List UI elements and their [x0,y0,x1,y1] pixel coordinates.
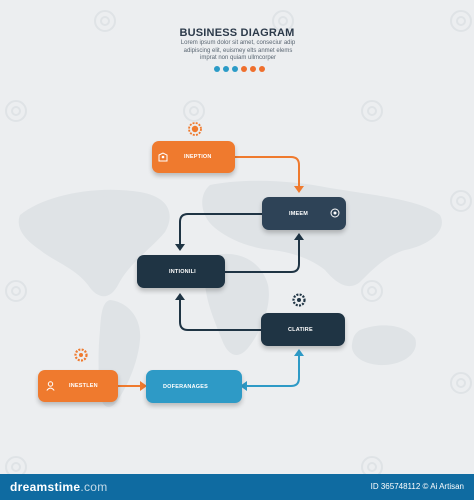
arrow-head [175,244,185,251]
watermark-swirl [450,10,472,32]
step-box-6: INESTLEN [38,370,118,402]
user-icon [46,381,55,391]
diagram-title: BUSINESS DIAGRAM [179,27,295,39]
brand-suffix: .com [80,480,108,494]
arrow-head [294,233,304,240]
arrow-head [294,349,304,356]
step-label: DOFERANAGES [163,383,208,390]
arrow-head [140,381,147,391]
step-box-5: DOFERANAGES [146,370,242,403]
arrow-head [175,293,185,300]
step-label: INEPTION [184,154,212,160]
step-box-4: CLATIRE [261,313,345,346]
color-dot [223,66,229,72]
watermark-swirl [5,280,27,302]
connector-3-4 [223,239,300,273]
watermark-swirl [5,100,27,122]
watermark-swirl [450,372,472,394]
step-box-2: IMEEM [262,197,346,230]
step-label: INESTLEN [69,383,98,389]
image-id-text: ID 365748112 © Ai Artisan [370,482,464,491]
step-label: INTIONILI [169,268,196,275]
connector-5-6 [241,355,300,387]
dollar-gear-icon [188,122,202,136]
diagram-subtitle: Lorem ipsum dolor sit amet, conseciur ad… [180,40,296,61]
flow-connectors [117,156,304,391]
gear-icon [74,348,88,362]
connector-2-3 [179,213,263,245]
target-icon [330,208,340,218]
connector-4-5 [179,299,263,331]
watermark-swirl [94,190,116,212]
arrow-head [240,381,247,391]
connector-1-2 [233,156,300,187]
watermark-swirl [450,190,472,212]
diagram-stage: BUSINESS DIAGRAM Lorem ipsum dolor sit a… [5,10,472,474]
gear-icon [292,293,306,307]
color-dot [241,66,247,72]
stock-footer-bar: dreamstime.com ID 365748112 © Ai Artisan [0,474,474,500]
watermark-swirl [361,280,383,302]
color-dot [214,66,220,72]
brand-watermark: dreamstime.com [10,480,108,494]
tag-icon [158,152,168,162]
color-dot [259,66,265,72]
watermark-swirl [361,456,383,474]
arrow-head [294,186,304,193]
step-label: IMEEM [289,210,309,217]
watermark-swirl [94,10,116,32]
color-dots [214,66,265,72]
color-dot [232,66,238,72]
brand-main: dreamstime [10,480,81,494]
color-dot [250,66,256,72]
watermark-swirl [183,100,205,122]
step-box-1: INEPTION [152,141,235,173]
step-label: CLATIRE [288,326,313,333]
watermark-swirl [5,456,27,474]
watermark-swirl [361,100,383,122]
step-box-3: INTIONILI [137,255,225,288]
watermark-swirl [272,10,294,32]
